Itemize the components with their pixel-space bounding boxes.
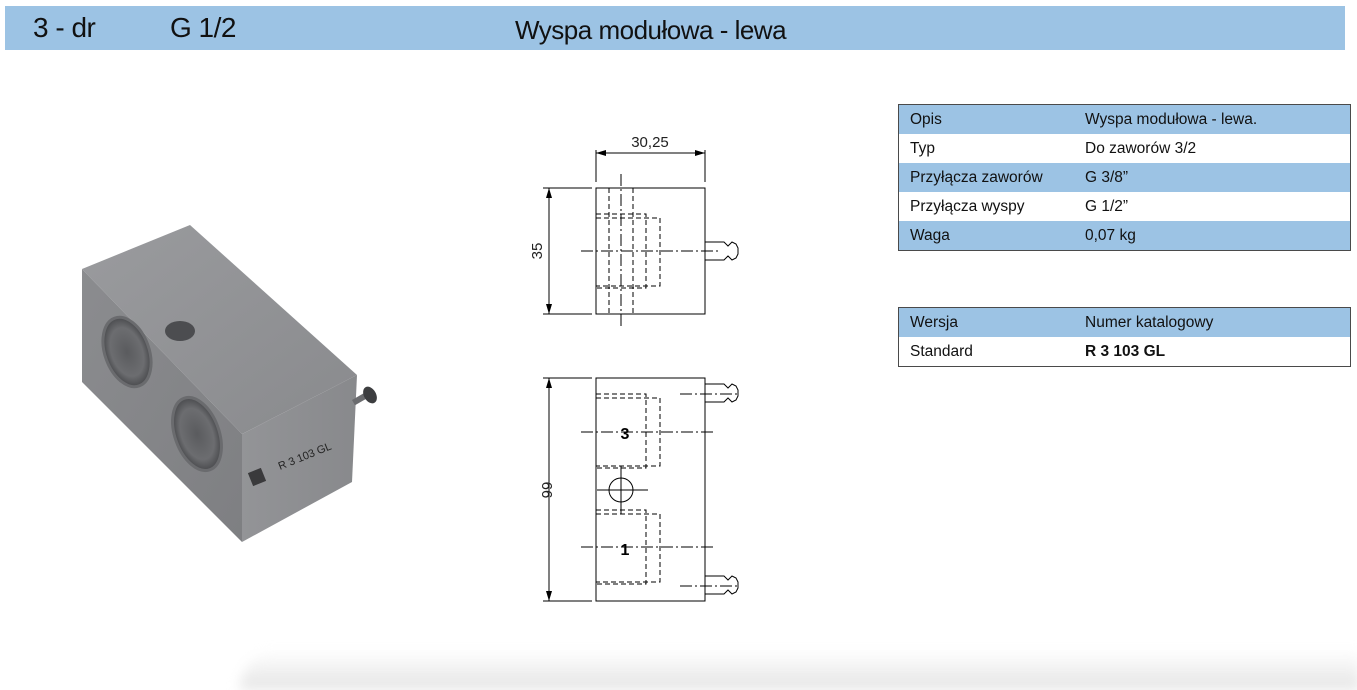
top-view (543, 150, 739, 328)
technical-drawing: 30,25 35 66 3 1 (529, 134, 740, 602)
version-table: Wersja Numer katalogowy Standard R 3 103… (898, 307, 1351, 367)
spec-row: Waga 0,07 kg (898, 221, 1351, 251)
top-face (82, 225, 357, 434)
spec-value: G 3/8” (1074, 163, 1351, 192)
spec-value: Do zaworów 3/2 (1074, 134, 1351, 163)
port-label-1: 1 (621, 542, 630, 559)
height-dimension-top: 35 (529, 243, 546, 260)
spec-value: Wyspa modułowa - lewa. (1074, 104, 1351, 134)
series-label: 3 - dr (33, 12, 96, 43)
version-row: Standard R 3 103 GL (898, 337, 1351, 367)
end-face (242, 375, 357, 542)
pilot-hole (165, 321, 195, 341)
page-shadow (240, 650, 1357, 690)
version-header-row: Wersja Numer katalogowy (898, 307, 1351, 337)
spec-value: G 1/2” (1074, 192, 1351, 221)
spec-value: 0,07 kg (1074, 221, 1351, 251)
spec-row: Typ Do zaworów 3/2 (898, 134, 1351, 163)
port-2 (171, 396, 223, 472)
spec-label: Typ (898, 134, 1074, 163)
spec-row: Przyłącza zaworów G 3/8” (898, 163, 1351, 192)
spec-label: Opis (898, 104, 1074, 134)
square-mark (247, 467, 267, 487)
spec-label: Przyłącza zaworów (898, 163, 1074, 192)
spec-row: Przyłącza wyspy G 1/2” (898, 192, 1351, 221)
port-label-3: 3 (621, 426, 630, 443)
fitting-pin (352, 386, 377, 406)
page-title: Wyspa modułowa - lewa (515, 15, 787, 45)
thread-label: G 1/2 (170, 12, 236, 43)
port-1 (101, 315, 153, 389)
spec-label: Waga (898, 221, 1074, 251)
header-bar: 3 - dr G 1/2 Wyspa modułowa - lewa (5, 6, 1345, 50)
spec-table: Opis Wyspa modułowa - lewa. Typ Do zawor… (898, 104, 1351, 251)
spec-row: Opis Wyspa modułowa - lewa. (898, 104, 1351, 134)
product-photo: R 3 103 GL (82, 225, 377, 542)
spec-label: Przyłącza wyspy (898, 192, 1074, 221)
version-header-value: Numer katalogowy (1074, 307, 1351, 337)
catalog-number: R 3 103 GL (1074, 337, 1351, 367)
height-dimension-bottom: 66 (538, 482, 555, 499)
bottom-view (543, 377, 740, 602)
version-header-label: Wersja (898, 307, 1074, 337)
width-dimension: 30,25 (631, 134, 669, 151)
version-label: Standard (898, 337, 1074, 367)
